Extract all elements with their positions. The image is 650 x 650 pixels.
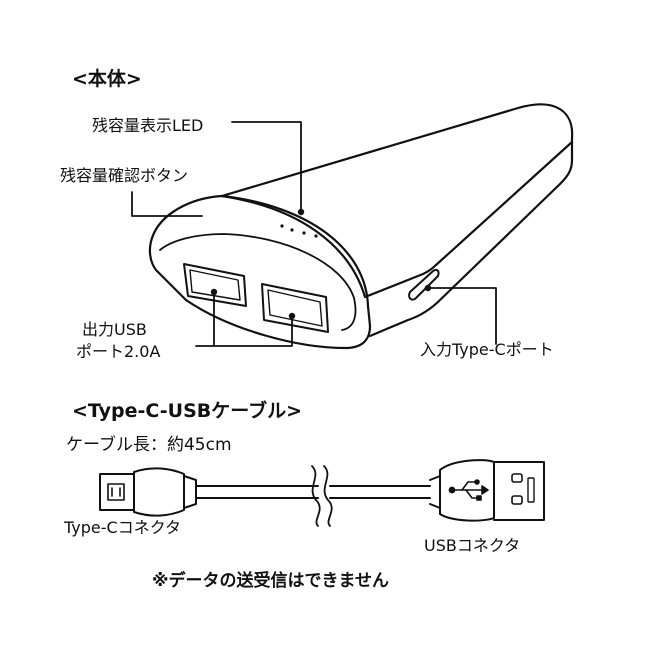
power-bank-body xyxy=(148,103,574,350)
usb-port-2 xyxy=(261,283,329,333)
typec-connector-label: Type-Cコネクタ xyxy=(64,518,182,537)
typec-connector-tip xyxy=(99,473,135,511)
cable-length: ケーブル長：約45cm xyxy=(66,435,232,455)
usb-trident-icon xyxy=(448,479,489,501)
led-callout: 残容量表示LED xyxy=(92,116,204,135)
usbc-in-callout: 入力Type-Cポート xyxy=(420,340,554,359)
usb-port-1 xyxy=(183,263,247,307)
cable xyxy=(99,459,545,527)
usb-a-connector-plug xyxy=(493,461,545,521)
usb-a-connector-body xyxy=(439,459,495,522)
led-indicators xyxy=(280,224,318,238)
usb-out-callout-line1: 出力USB xyxy=(82,320,147,339)
body-heading: <本体> xyxy=(72,68,142,90)
usb-connector-label: USBコネクタ xyxy=(424,536,521,555)
leader-lines xyxy=(131,121,497,347)
button-callout: 残容量確認ボタン xyxy=(60,166,189,185)
power-bank-right-side xyxy=(368,140,574,338)
usbc-input-port xyxy=(408,268,440,301)
usb-output-ports xyxy=(183,263,329,333)
power-bank-top-face xyxy=(220,103,574,299)
cable-heading: <Type-C-USBケーブル> xyxy=(72,400,303,422)
typec-connector-body xyxy=(133,467,185,517)
data-transfer-note: ※データの送受信はできません xyxy=(152,571,390,591)
power-bank-front-face xyxy=(148,194,372,350)
power-bank-front-inner xyxy=(159,233,357,331)
usb-out-callout-line2: ポート2.0A xyxy=(76,342,161,361)
